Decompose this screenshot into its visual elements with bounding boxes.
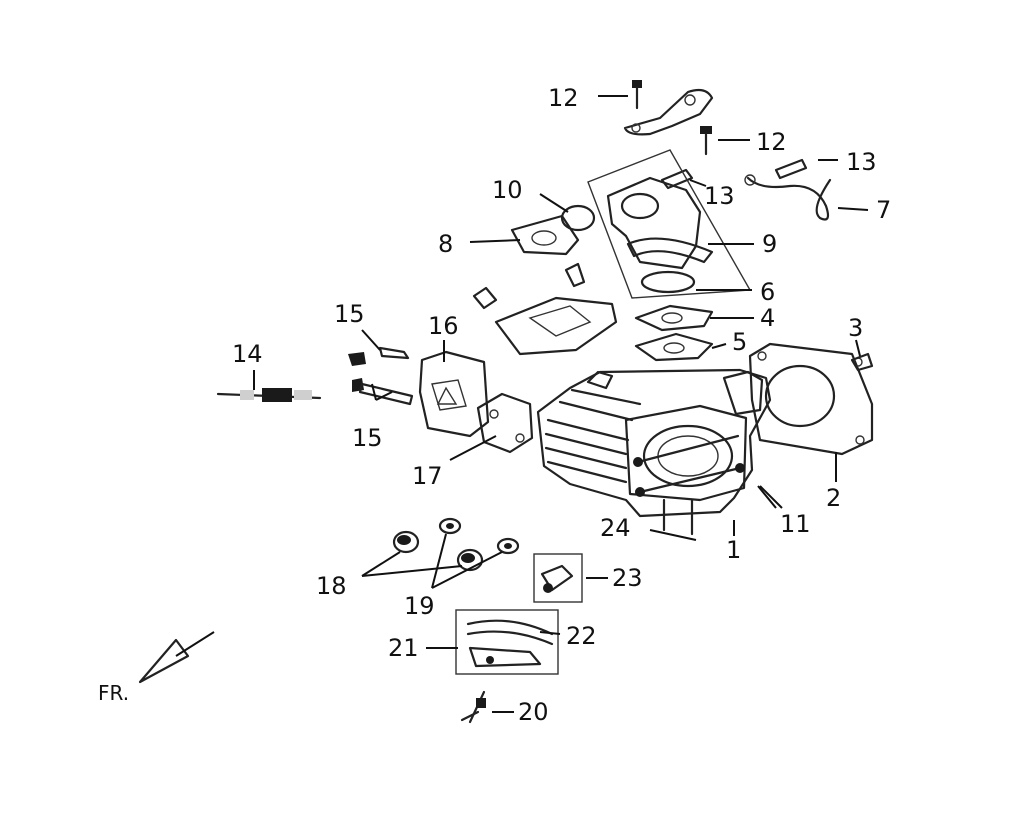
- label-6: 6: [760, 278, 775, 306]
- gasket-6: [640, 270, 696, 294]
- block-16: [418, 350, 490, 438]
- pin-3: [850, 352, 874, 372]
- label-12-lower: 12: [756, 128, 787, 156]
- washer-19-left: [438, 517, 462, 535]
- bolt-near-plate: [472, 262, 586, 310]
- gasket-5: [634, 332, 714, 362]
- label-8: 8: [438, 230, 453, 258]
- front-label: FR.: [98, 681, 129, 705]
- plate-8: [510, 214, 580, 256]
- wire-7: [744, 174, 832, 221]
- spark-plug-14: [216, 388, 322, 402]
- stud-24: [662, 498, 694, 536]
- label-9: 9: [762, 230, 777, 258]
- label-12-top: 12: [548, 84, 579, 112]
- label-19: 19: [404, 592, 435, 620]
- label-15-top: 15: [334, 300, 365, 328]
- screw-13-left: [660, 168, 694, 190]
- bolt-12-top: [632, 80, 642, 110]
- washer-19-right: [496, 537, 520, 555]
- label-21: 21: [388, 634, 419, 662]
- screw-13-right: [774, 158, 808, 180]
- bolt-15-lower: [352, 378, 414, 406]
- gasket-2: [748, 342, 874, 456]
- label-16: 16: [428, 312, 459, 340]
- label-13-left: 13: [704, 182, 735, 210]
- label-22: 22: [566, 622, 597, 650]
- label-13-right: 13: [846, 148, 877, 176]
- label-1: 1: [726, 536, 741, 564]
- part-20: [460, 690, 486, 724]
- cap-18-left: [392, 530, 420, 554]
- label-14: 14: [232, 340, 263, 368]
- leader-lines: [253, 95, 869, 713]
- o-ring-10: [560, 204, 596, 232]
- label-23: 23: [612, 564, 643, 592]
- label-7: 7: [876, 196, 891, 224]
- cap-18-right: [456, 548, 484, 572]
- label-4: 4: [760, 304, 775, 332]
- front-direction-arrow: [138, 631, 215, 684]
- label-5: 5: [732, 328, 747, 356]
- label-18: 18: [316, 572, 347, 600]
- label-15-bottom: 15: [352, 424, 383, 452]
- mounting-bracket: [623, 88, 714, 136]
- head-cover: [494, 296, 618, 356]
- label-11: 11: [780, 510, 811, 538]
- label-17: 17: [412, 462, 443, 490]
- bolt-15-upper: [348, 346, 410, 366]
- label-3: 3: [848, 314, 863, 342]
- intake-manifold-9: [606, 176, 714, 270]
- label-10: 10: [492, 176, 523, 204]
- part-23: [533, 553, 583, 603]
- label-2: 2: [826, 484, 841, 512]
- frame-21-22: [455, 609, 559, 675]
- label-20: 20: [518, 698, 549, 726]
- cylinder-block-1: [536, 368, 772, 518]
- bolt-12-lower: [700, 126, 712, 156]
- label-24: 24: [600, 514, 631, 542]
- gasket-4: [634, 304, 714, 332]
